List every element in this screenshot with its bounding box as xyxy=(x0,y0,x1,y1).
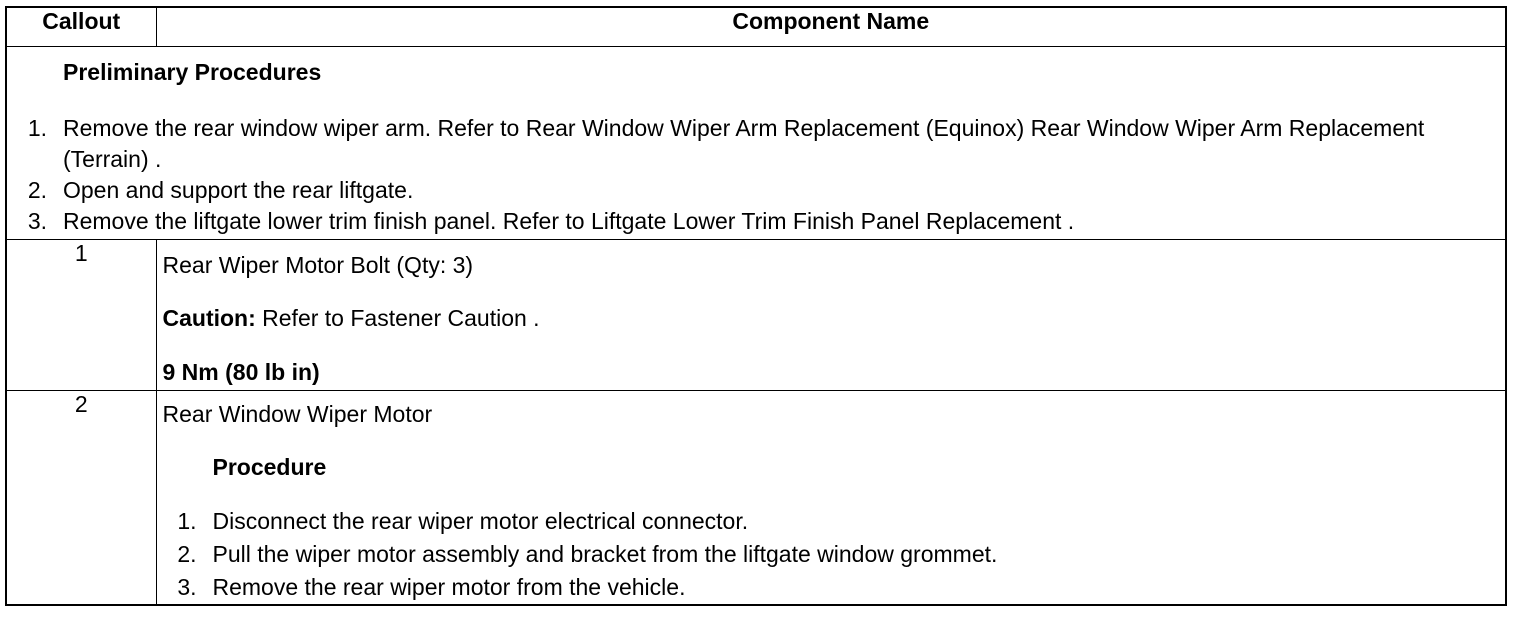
torque-spec: 9 Nm (80 lb in) xyxy=(162,359,320,385)
component-name: Rear Wiper Motor Bolt (Qty: 3) xyxy=(162,252,474,278)
step-text: Disconnect the rear wiper motor electric… xyxy=(212,508,749,534)
callout-header: Callout xyxy=(5,6,157,47)
list-item: 2. Open and support the rear liftgate. xyxy=(7,175,1447,206)
caution-text: Refer to Fastener Caution . xyxy=(255,305,540,331)
preliminary-row: Preliminary Procedures 1. Remove the rea… xyxy=(5,46,1507,240)
table-row: 2 Rear Window Wiper Motor Procedure 1. D… xyxy=(5,390,1507,606)
step-text: Pull the wiper motor assembly and bracke… xyxy=(212,541,998,567)
table-row: 1 Rear Wiper Motor Bolt (Qty: 3) Caution… xyxy=(5,239,1507,391)
step-text: Open and support the rear liftgate. xyxy=(63,177,414,203)
callout-number: 1 xyxy=(5,239,157,391)
component-table: Callout Component Name Preliminary Proce… xyxy=(5,6,1507,606)
component-cell: Rear Wiper Motor Bolt (Qty: 3) Caution: … xyxy=(155,239,1507,391)
caution-label: Caution: xyxy=(162,305,256,331)
callout-number: 2 xyxy=(5,390,157,606)
list-item: 3. Remove the liftgate lower trim finish… xyxy=(7,206,1447,237)
step-number: 3. xyxy=(27,208,47,234)
step-number: 2. xyxy=(177,541,197,567)
step-number: 2. xyxy=(27,177,47,203)
caution-line: Caution: Refer to Fastener Caution . xyxy=(163,305,540,332)
step-number: 1. xyxy=(27,115,47,141)
step-text: Remove the rear wiper motor from the veh… xyxy=(212,574,686,600)
preliminary-steps: 1. Remove the rear window wiper arm. Ref… xyxy=(7,113,1447,237)
preliminary-title: Preliminary Procedures xyxy=(63,59,322,85)
component-name: Rear Window Wiper Motor xyxy=(162,401,433,427)
component-cell: Rear Window Wiper Motor Procedure 1. Dis… xyxy=(155,390,1507,606)
step-number: 3. xyxy=(177,574,197,600)
list-item: 3. Remove the rear wiper motor from the … xyxy=(157,571,1457,604)
component-name-header: Component Name xyxy=(155,6,1507,47)
preliminary-cell: Preliminary Procedures 1. Remove the rea… xyxy=(5,46,1507,240)
list-item: 1. Remove the rear window wiper arm. Ref… xyxy=(7,113,1447,175)
step-text: Remove the liftgate lower trim finish pa… xyxy=(63,208,1075,234)
step-number: 1. xyxy=(177,508,197,534)
procedure-steps: 1. Disconnect the rear wiper motor elect… xyxy=(157,505,1457,604)
list-item: 2. Pull the wiper motor assembly and bra… xyxy=(157,538,1457,571)
header-row: Callout Component Name xyxy=(5,6,1507,47)
procedure-title: Procedure xyxy=(212,454,327,480)
step-text: Remove the rear window wiper arm. Refer … xyxy=(63,115,1425,172)
list-item: 1. Disconnect the rear wiper motor elect… xyxy=(157,505,1457,538)
